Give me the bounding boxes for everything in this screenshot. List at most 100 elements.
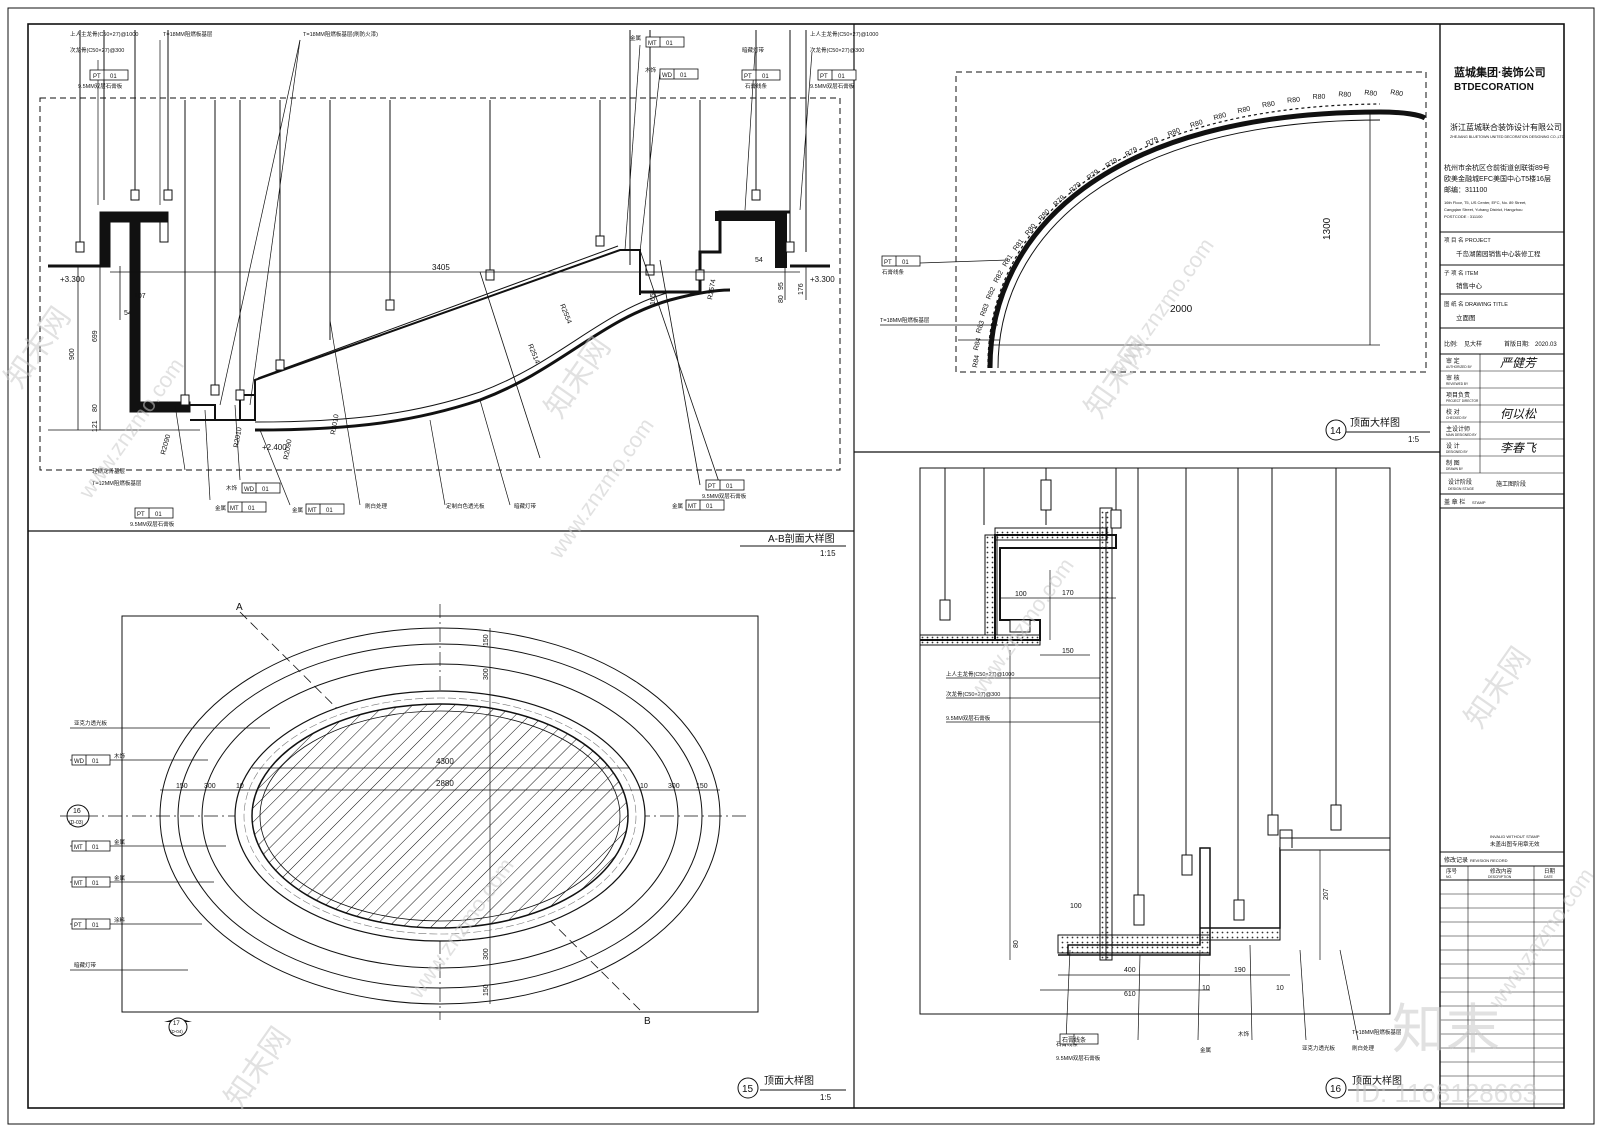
rev-col-desc-en: DESCRIPTION [1488,875,1512,879]
detail-14-radius-label: R80 [1213,112,1227,122]
d15-dim-r300: 300 [668,783,680,790]
svg-text:01: 01 [92,881,99,887]
logo-en: BTDECORATION [1454,82,1534,93]
detail-14-radius-label: R83 [980,303,991,318]
d16-label-gypsum: 9.5MM双层石膏板 [946,714,991,722]
dim-121: 121 [92,420,99,432]
detail-14-number-circle [1325,419,1347,441]
ab-label-metal-b2: 金属 [292,506,303,514]
revision-label: 修改记录 [1444,856,1468,864]
signature: 何以松 [1500,407,1537,421]
svg-text:01: 01 [680,73,687,79]
ab-section-drawing: 上人主龙骨(C50×27)@1000 次龙骨(C50×27)@300 T=18M… [39,30,878,558]
d16-dim-80: 80 [1013,940,1020,948]
ab-label-sub-keel-r: 次龙骨(C50×27)@300 [810,46,864,54]
postcode: 邮编：311100 [1444,185,1487,194]
ellipse-outer-2 [177,643,703,989]
address-en-3: POSTCODE : 311100 [1444,214,1483,219]
date-value: 2020.03 [1535,342,1557,348]
d15-dim-2880: 2880 [436,779,454,788]
d15-label-light: 暗藏灯带 [74,961,97,969]
d16-dim-190: 190 [1234,967,1246,974]
d16-dim-100: 100 [1015,591,1027,598]
watermark-id: ID: 1168128663 [1354,1078,1537,1108]
detail-14-label-stone: 石膏线条 [882,268,905,276]
dim-r2090b: R2090 [283,439,293,461]
svg-text:01: 01 [706,504,713,510]
project-label: 项 目 名 PROJECT [1444,236,1491,244]
svg-text:PT: PT [884,260,892,266]
company-en: ZHEJIANG BLUETOWN UNITED DECORATION DESI… [1450,135,1565,139]
d15-label-acrylic: 亚克力透光板 [74,719,108,727]
detail-16-number-circle [1325,1077,1347,1099]
detail-14-label-board: T=18MM阻燃板基层 [880,316,930,324]
watermark-cn-1: 知末网 [0,301,77,394]
detail-14-dim-w: 2000 [1170,304,1193,315]
svg-text:WD: WD [74,759,85,765]
dim-r2574: R2574 [707,279,717,301]
svg-text:MT: MT [308,508,317,514]
revision-rows [1440,893,1564,1105]
detail-14-radius-label: R83 [976,320,987,334]
detail-16-number: 16 [1330,1084,1342,1095]
title-block: 蓝城集团·装饰公司 BTDECORATION 浙江蓝城联合装饰设计有限公司 ZH… [1440,65,1565,1108]
svg-text:MT: MT [648,41,657,47]
d16-dim-610: 610 [1124,991,1136,998]
detail-16-extent [919,467,1391,1015]
signature: 李春飞 [1500,441,1538,455]
left-ceiling-box [48,211,191,413]
d16-dim-150: 150 [1062,648,1074,655]
dim-107: 107 [134,293,146,300]
d16-shelf-hatch [919,634,1041,646]
sign-off-label-en: DESIGNED BY [1446,450,1469,454]
d16-left-wall-hatch [984,534,998,636]
d15-dim-h300: 300 [483,668,490,680]
drawing-label: 图 纸 名 DRAWING TITLE [1444,300,1508,308]
ellipse-inner-light [259,710,621,922]
d15-dim-h150: 150 [483,634,490,646]
detail-14-radius-label: R80 [1167,127,1182,138]
signature: 严健芳 [1500,356,1538,370]
svg-text:01: 01 [155,512,162,518]
ab-label-metal-b3: 金属 [672,502,683,510]
svg-text:MT: MT [74,881,83,887]
d16-dim-100b: 100 [1070,903,1082,910]
svg-text:PT: PT [708,484,716,490]
ellipse-acrylic-panel [251,703,629,929]
d16-fittings [939,479,1342,926]
drawing-frame [27,23,1565,1109]
d16-label-wood: 木饰 [1238,1030,1250,1038]
ab-label-stone-r: 石膏线条 [745,82,768,90]
detail-15-number-circle [737,1077,759,1099]
address-en-2: Cangqian Street, Yuhang District, Hangzh… [1444,207,1522,212]
d16-lower-right-hatch [1199,927,1281,941]
sloped-ceiling [185,210,830,432]
ab-label-wood-t: 木饰 [645,66,657,74]
svg-text:01: 01 [92,759,99,765]
detail-14-radius-label: R80 [1262,101,1276,110]
d16-dim-400: 400 [1124,967,1136,974]
d15-callout-17-circle [168,1017,188,1037]
d16-dim-10b: 10 [1276,985,1284,992]
detail-14-radius-label: R84 [972,354,981,368]
detail-14-radius-label: R82 [985,286,997,301]
sign-off-label: 审 定 [1446,357,1460,365]
svg-text:01: 01 [92,923,99,929]
svg-text:PT: PT [744,74,752,80]
detail-14-radius-label: R80 [1313,94,1326,101]
detail-14-radius-label: R80 [1390,89,1404,98]
d16-dim-207: 207 [1323,888,1330,900]
detail-15-number: 15 [742,1084,754,1095]
svg-text:01: 01 [838,74,845,80]
company-cn: 浙江蓝城联合装饰设计有限公司 [1450,122,1562,132]
d15-callout-17-num: 17 [173,1021,180,1027]
svg-text:01: 01 [110,74,117,80]
detail-14-radius-label: R84 [973,337,983,351]
detail-15-dims [160,628,720,1004]
